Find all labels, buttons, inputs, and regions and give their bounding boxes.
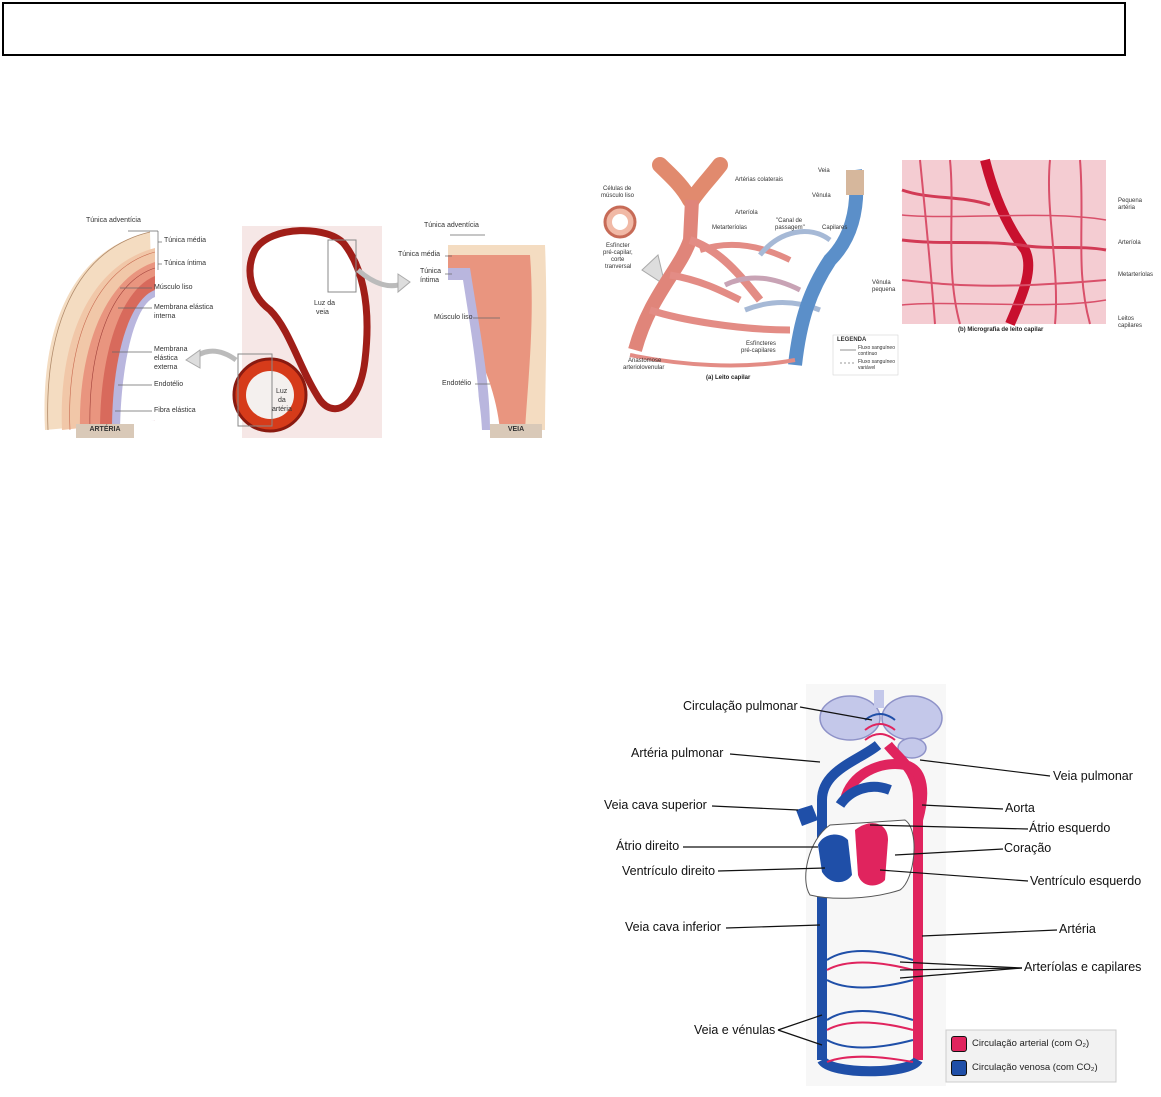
- circ-label-arteria-pulmonar: Artéria pulmonar: [631, 746, 724, 760]
- vena-cava-path: [817, 741, 882, 1060]
- circulation-legend-box: [945, 1029, 1117, 1083]
- cap-label-esfincter-4: tranversal: [605, 264, 632, 270]
- cap-label-venula-pequena-1: Vênula: [872, 280, 891, 286]
- cap-label-arteriola: Arteríola: [735, 210, 758, 216]
- vein-label-musculo-liso: Músculo liso: [434, 314, 473, 321]
- legend-label-venous: Circulação venosa (com CO₂): [972, 1062, 1098, 1073]
- artery-label-membrana-externa-2: elástica: [154, 355, 178, 362]
- cap-label-capilares: Capilares: [822, 225, 848, 231]
- micro-label-arteriola: Arteríola: [1118, 240, 1141, 246]
- lumen-vein-label-2: veia: [316, 309, 329, 316]
- artery-label-tunica-intima: Túnica íntima: [164, 260, 207, 267]
- cap-legend-continuo-1: Fluxo sanguíneo: [858, 345, 895, 351]
- cap-legend-variavel-2: variável: [858, 365, 876, 371]
- cap-label-celulas-1: Células de: [603, 186, 632, 192]
- circ-label-coracao: Coração: [1004, 841, 1052, 855]
- cap-label-esfincter-2: pré-capilar,: [603, 250, 633, 256]
- artery-label-musculo-liso: Músculo liso: [154, 284, 193, 291]
- vein-label-tunica-adventicia: Túnica adventícia: [424, 222, 479, 229]
- header-box: [2, 2, 1126, 56]
- micro-label-leitos-2: capilares: [1118, 323, 1143, 329]
- circ-label-atrio-esquerdo: Átrio esquerdo: [1029, 821, 1111, 835]
- cap-label-esfincteres-2: pré-capilares: [741, 348, 776, 354]
- micro-label-pequena-arteria-2: artéria: [1118, 205, 1136, 211]
- lumen-artery-label-3: artéria: [272, 406, 292, 413]
- systemic-capillaries: [826, 950, 914, 1063]
- circ-label-veia-cava-superior: Veia cava superior: [604, 798, 707, 812]
- artery-label-membrana-externa-3: externa: [154, 364, 178, 371]
- cap-label-anastomose-2: arteriolovenular: [623, 365, 665, 371]
- circ-label-ventriculo-esquerdo: Ventrículo esquerdo: [1030, 874, 1142, 888]
- cap-label-canal-2: passagem": [775, 225, 805, 231]
- artery-tag: ARTÉRIA: [89, 426, 121, 433]
- circ-label-veia-cava-inferior: Veia cava inferior: [625, 920, 721, 934]
- cap-label-anastomose-1: Anastomose: [628, 358, 662, 364]
- capillary-bed-illustration: [603, 157, 899, 376]
- vessel-leader-lines: [112, 230, 500, 412]
- cap-legend-variavel-1: Fluxo sanguíneo: [858, 359, 895, 365]
- cap-label-metarteriolas: Metarteríolas: [712, 225, 748, 231]
- artery-label-endotelio: Endotélio: [154, 381, 184, 388]
- circ-label-veia-e-venulas: Veia e vénulas: [694, 1023, 776, 1037]
- cap-label-esfincter-1: Esfíncter: [606, 243, 630, 249]
- artery-wall-illustration: [44, 231, 156, 431]
- artery-label-membrana-interna: Membrana elástica: [154, 304, 214, 311]
- circ-label-atrio-direito: Átrio direito: [616, 839, 680, 853]
- circ-label-ventriculo-direito: Ventrículo direito: [622, 864, 716, 878]
- cap-label-venula-pequena-2: pequena: [872, 287, 896, 293]
- cap-label-canal-1: "Canal de: [776, 218, 803, 224]
- legend-label-arterial: Circulação arterial (com O₂): [972, 1038, 1090, 1049]
- cap-label-celulas-2: músculo liso: [601, 193, 635, 199]
- circ-label-arteriolas-e-capilares: Arteríolas e capilares: [1024, 960, 1142, 974]
- vessel-micrograph: [185, 226, 411, 438]
- micro-caption-b: (b) Micrografia de leito capilar: [958, 327, 1044, 333]
- vein-label-tunica-intima-2: íntima: [420, 277, 440, 284]
- cap-label-esfincteres-1: Esfíncteres: [746, 341, 777, 347]
- circ-label-arteria: Artéria: [1059, 922, 1096, 936]
- circ-label-veia-pulmonar: Veia pulmonar: [1053, 769, 1133, 783]
- circ-label-aorta: Aorta: [1005, 801, 1035, 815]
- legend-swatch-venous: [951, 1060, 967, 1076]
- lungs: [819, 690, 943, 759]
- cap-label-esfincter-3: corte: [611, 257, 625, 263]
- micro-label-metarteriolas: Metarteríolas: [1118, 272, 1154, 278]
- lumen-artery-label-2: da: [278, 397, 286, 404]
- cap-label-venula: Vênula: [812, 193, 831, 199]
- cap-caption-a: (a) Leito capilar: [706, 375, 751, 381]
- artery-label-fibra-elastica: Fibra elástica: [154, 407, 196, 414]
- pulmonary-capillaries: [864, 713, 896, 741]
- vein-label-tunica-intima-1: Túnica: [420, 268, 442, 275]
- artery-label-tunica-media: Túnica média: [164, 237, 207, 244]
- artery-label-membrana-externa: Membrana: [154, 346, 188, 353]
- micro-label-leitos-1: Leitos: [1118, 316, 1135, 322]
- vein-wall-illustration: [448, 245, 547, 430]
- artery-label-membrana-interna-2: interna: [154, 313, 176, 320]
- artery-label-tunica-adventicia: Túnica adventícia: [86, 217, 141, 224]
- legend-swatch-arterial: [951, 1036, 967, 1052]
- cap-legend-continuo-2: contínuo: [858, 351, 878, 357]
- cap-legend-title: LEGENDA: [837, 337, 867, 343]
- vein-label-endotelio: Endotélio: [442, 380, 472, 387]
- cap-label-veia: Veia: [818, 168, 830, 174]
- lumen-artery-label-1: Luz: [276, 388, 288, 395]
- vein-tag: VEIA: [507, 426, 525, 433]
- lumen-vein-label-1: Luz da: [314, 300, 336, 307]
- artery-tag-box: [76, 424, 134, 438]
- cap-label-arterias-colaterais: Artérias colaterais: [735, 177, 784, 183]
- circ-label-circulacao-pulmonar: Circulação pulmonar: [683, 699, 798, 713]
- vein-tag-box: [490, 424, 542, 438]
- capillary-micrograph: [901, 158, 1107, 326]
- vein-label-tunica-media: Túnica média: [398, 251, 441, 258]
- micro-label-pequena-arteria-1: Pequena: [1118, 198, 1143, 204]
- circulation-leader-lines: [683, 706, 1058, 1046]
